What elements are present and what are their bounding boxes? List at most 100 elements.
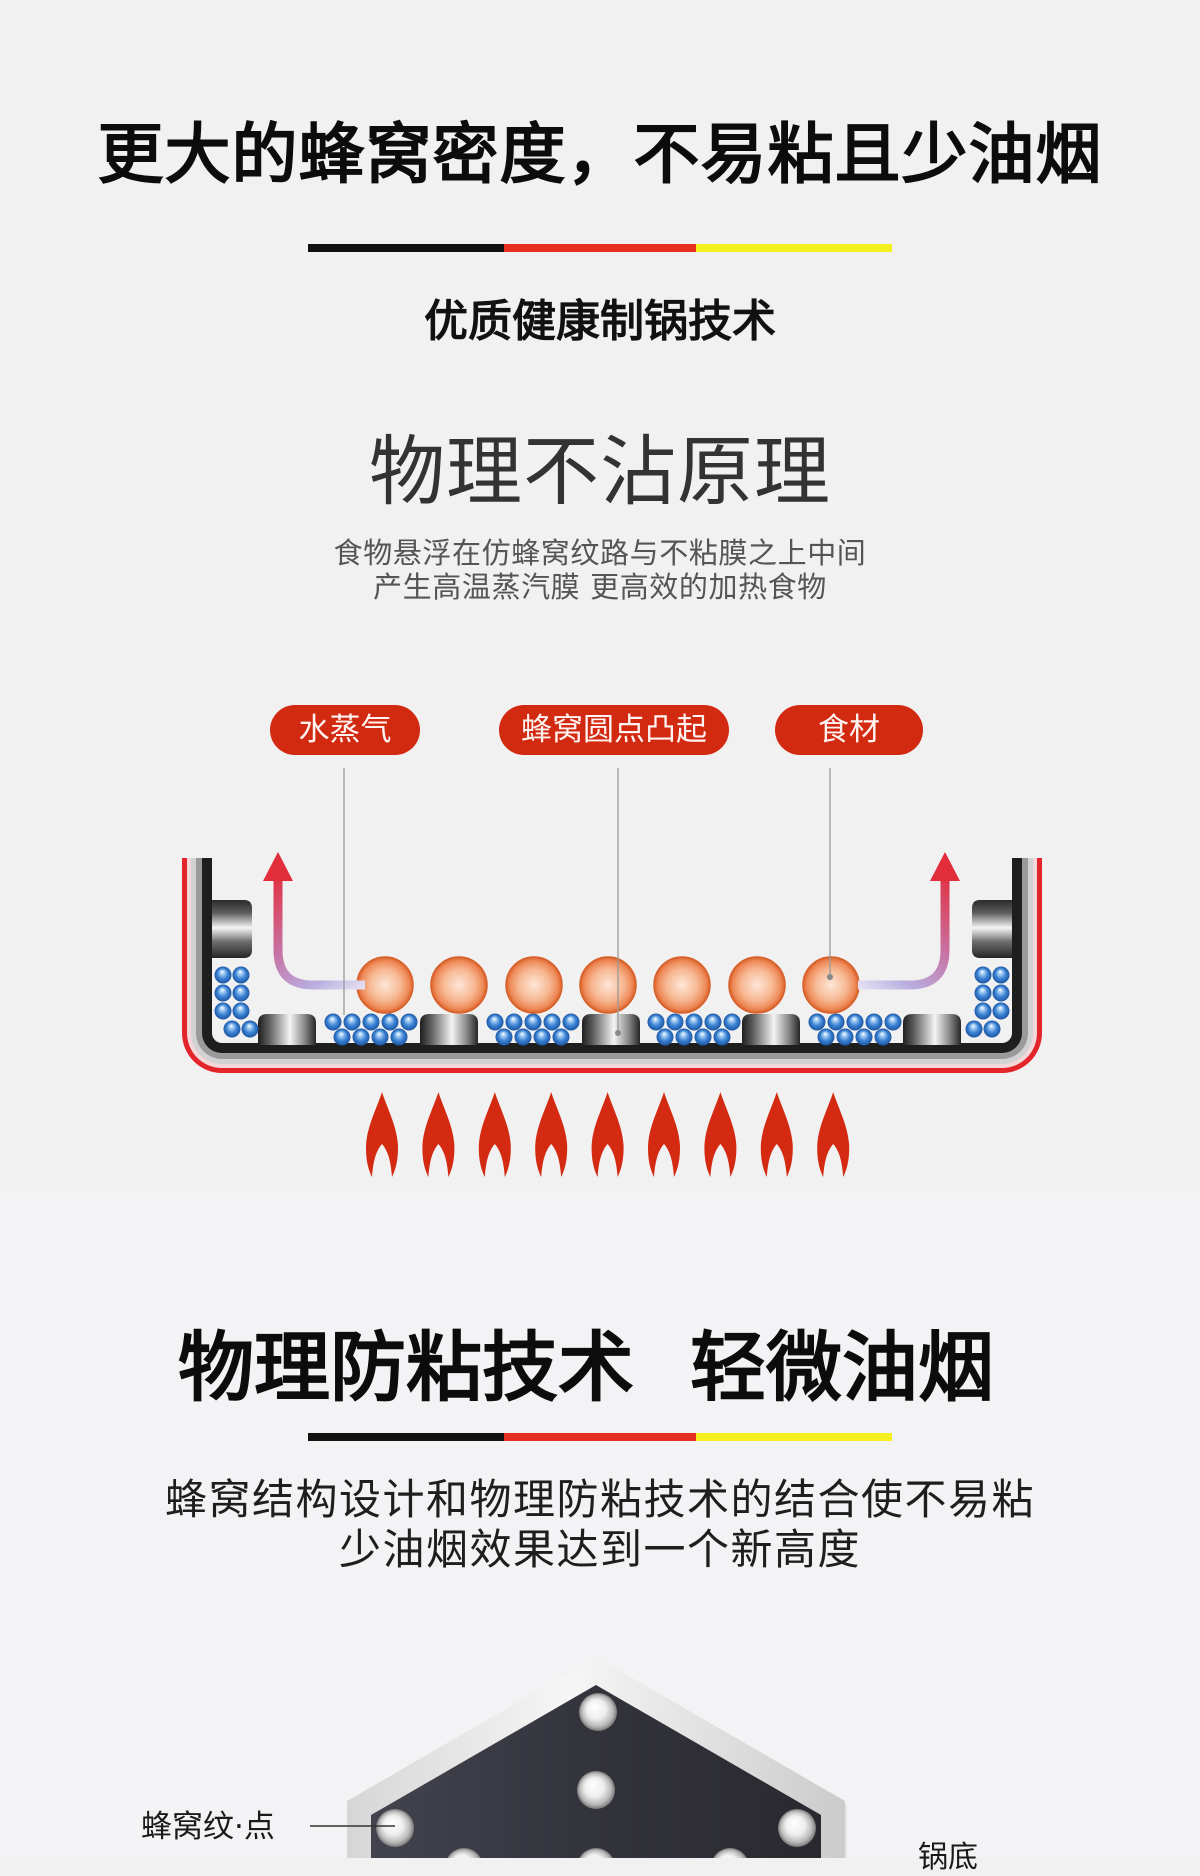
water-bead (333, 1028, 351, 1046)
water-bead (656, 1028, 674, 1046)
food-ball (356, 956, 414, 1014)
flame-icon (366, 1092, 398, 1177)
water-bead (855, 1028, 873, 1046)
honeycomb-bump (742, 1014, 800, 1045)
water-bead (865, 1013, 883, 1031)
honeycomb-dot (579, 1693, 617, 1731)
flame-icon (478, 1092, 511, 1177)
water-bead (352, 1028, 370, 1046)
accent-color-bar-2 (308, 1433, 892, 1441)
water-bead (533, 1028, 551, 1046)
accent-color-bar (308, 244, 892, 252)
label-steam: 水蒸气 (270, 705, 420, 755)
water-bead (362, 1013, 380, 1031)
label-food: 食材 (775, 705, 923, 755)
leader-lines (343, 768, 833, 1036)
honeycomb-bump (903, 1014, 961, 1045)
honeycomb-bump (582, 1014, 640, 1045)
water-bead (723, 1013, 741, 1031)
water-bead (974, 966, 992, 984)
flame-icon (760, 1092, 793, 1177)
water-bead (232, 966, 250, 984)
water-bead (817, 1028, 835, 1046)
honeycomb-dot (577, 1771, 615, 1809)
arrow-up-icon (858, 880, 950, 990)
water-bead (214, 966, 232, 984)
accent-bar-red (504, 244, 696, 252)
principle-description-line-1: 食物悬浮在仿蜂窝纹路与不粘膜之上中间 (333, 536, 867, 570)
arrowhead (930, 852, 960, 881)
food-ball (653, 956, 711, 1014)
water-bead (552, 1028, 570, 1046)
water-bead (647, 1013, 665, 1031)
water-bead (846, 1013, 864, 1031)
flame-icon (648, 1092, 680, 1177)
accent-bar-black (308, 244, 504, 252)
water-bead (983, 1020, 1001, 1038)
arrowhead (263, 852, 293, 881)
section2-description-line-2: 少油烟效果达到一个新高度 (338, 1525, 861, 1574)
label-honeycomb-bump: 蜂窝圆点凸起 (499, 705, 729, 755)
water-bead (486, 1013, 504, 1031)
food-ball (802, 956, 860, 1014)
steam-arrow-left (263, 852, 365, 990)
water-bead (675, 1028, 693, 1046)
water-bead (514, 1028, 532, 1046)
water-bead (884, 1013, 902, 1031)
food-ball (430, 956, 488, 1014)
water-bead (992, 984, 1010, 1002)
steam-arrow-right (858, 852, 960, 990)
honeycomb-bump (258, 1014, 316, 1045)
water-bead (704, 1013, 722, 1031)
water-bead (685, 1013, 703, 1031)
honeycomb-bumps (258, 1014, 961, 1045)
water-bead (974, 1002, 992, 1020)
water-bead (562, 1013, 580, 1031)
food-ball (579, 956, 637, 1014)
burner-flames (366, 1092, 850, 1177)
water-bead (505, 1013, 523, 1031)
water-bead (214, 1002, 232, 1020)
honeycomb-bump (420, 1014, 478, 1045)
water-bead (808, 1013, 826, 1031)
flame-icon (422, 1092, 455, 1177)
flame-icon (704, 1092, 737, 1177)
principle-description: 食物悬浮在仿蜂窝纹路与不粘膜之上中间 产生高温蒸汽膜 更高效的加热食物 (0, 536, 1200, 604)
water-bead (974, 984, 992, 1002)
leader-dot (827, 974, 833, 980)
water-bead (381, 1013, 399, 1031)
water-bead (400, 1013, 418, 1031)
water-bead (214, 984, 232, 1002)
section2-description-line-1: 蜂窝结构设计和物理防粘技术的结合使不易粘 (164, 1475, 1035, 1524)
water-bead (371, 1028, 389, 1046)
water-bead (666, 1013, 684, 1031)
water-bead (495, 1028, 513, 1046)
water-bead (965, 1020, 983, 1038)
label-honeycomb-dot: 蜂窝纹·点 (141, 1809, 275, 1845)
section2-heading-part-2: 轻微油烟 (690, 1323, 994, 1412)
water-bead (543, 1013, 561, 1031)
rivet-left (212, 900, 252, 958)
flame-icon (591, 1092, 624, 1177)
water-bead (241, 1020, 259, 1038)
water-bead (992, 1002, 1010, 1020)
flame-icon (817, 1092, 850, 1177)
accent-bar-red (504, 1433, 696, 1441)
water-bead (992, 966, 1010, 984)
honeycomb-dot (778, 1809, 816, 1847)
section2-heading-part-1: 物理防粘技术 (178, 1323, 634, 1412)
water-bead (343, 1013, 361, 1031)
water-bead (836, 1028, 854, 1046)
principle-heading: 物理不沾原理 (369, 427, 831, 516)
subtitle: 优质健康制锅技术 (424, 296, 776, 347)
accent-bar-yellow (696, 1433, 892, 1441)
water-bead (223, 1020, 241, 1038)
food-ball (728, 956, 786, 1014)
accent-bar-yellow (696, 244, 892, 252)
water-bead (232, 984, 250, 1002)
water-bead (232, 1002, 250, 1020)
water-bead (324, 1013, 342, 1031)
water-bead (390, 1028, 408, 1046)
honeycomb-hexagon (310, 1657, 847, 1858)
